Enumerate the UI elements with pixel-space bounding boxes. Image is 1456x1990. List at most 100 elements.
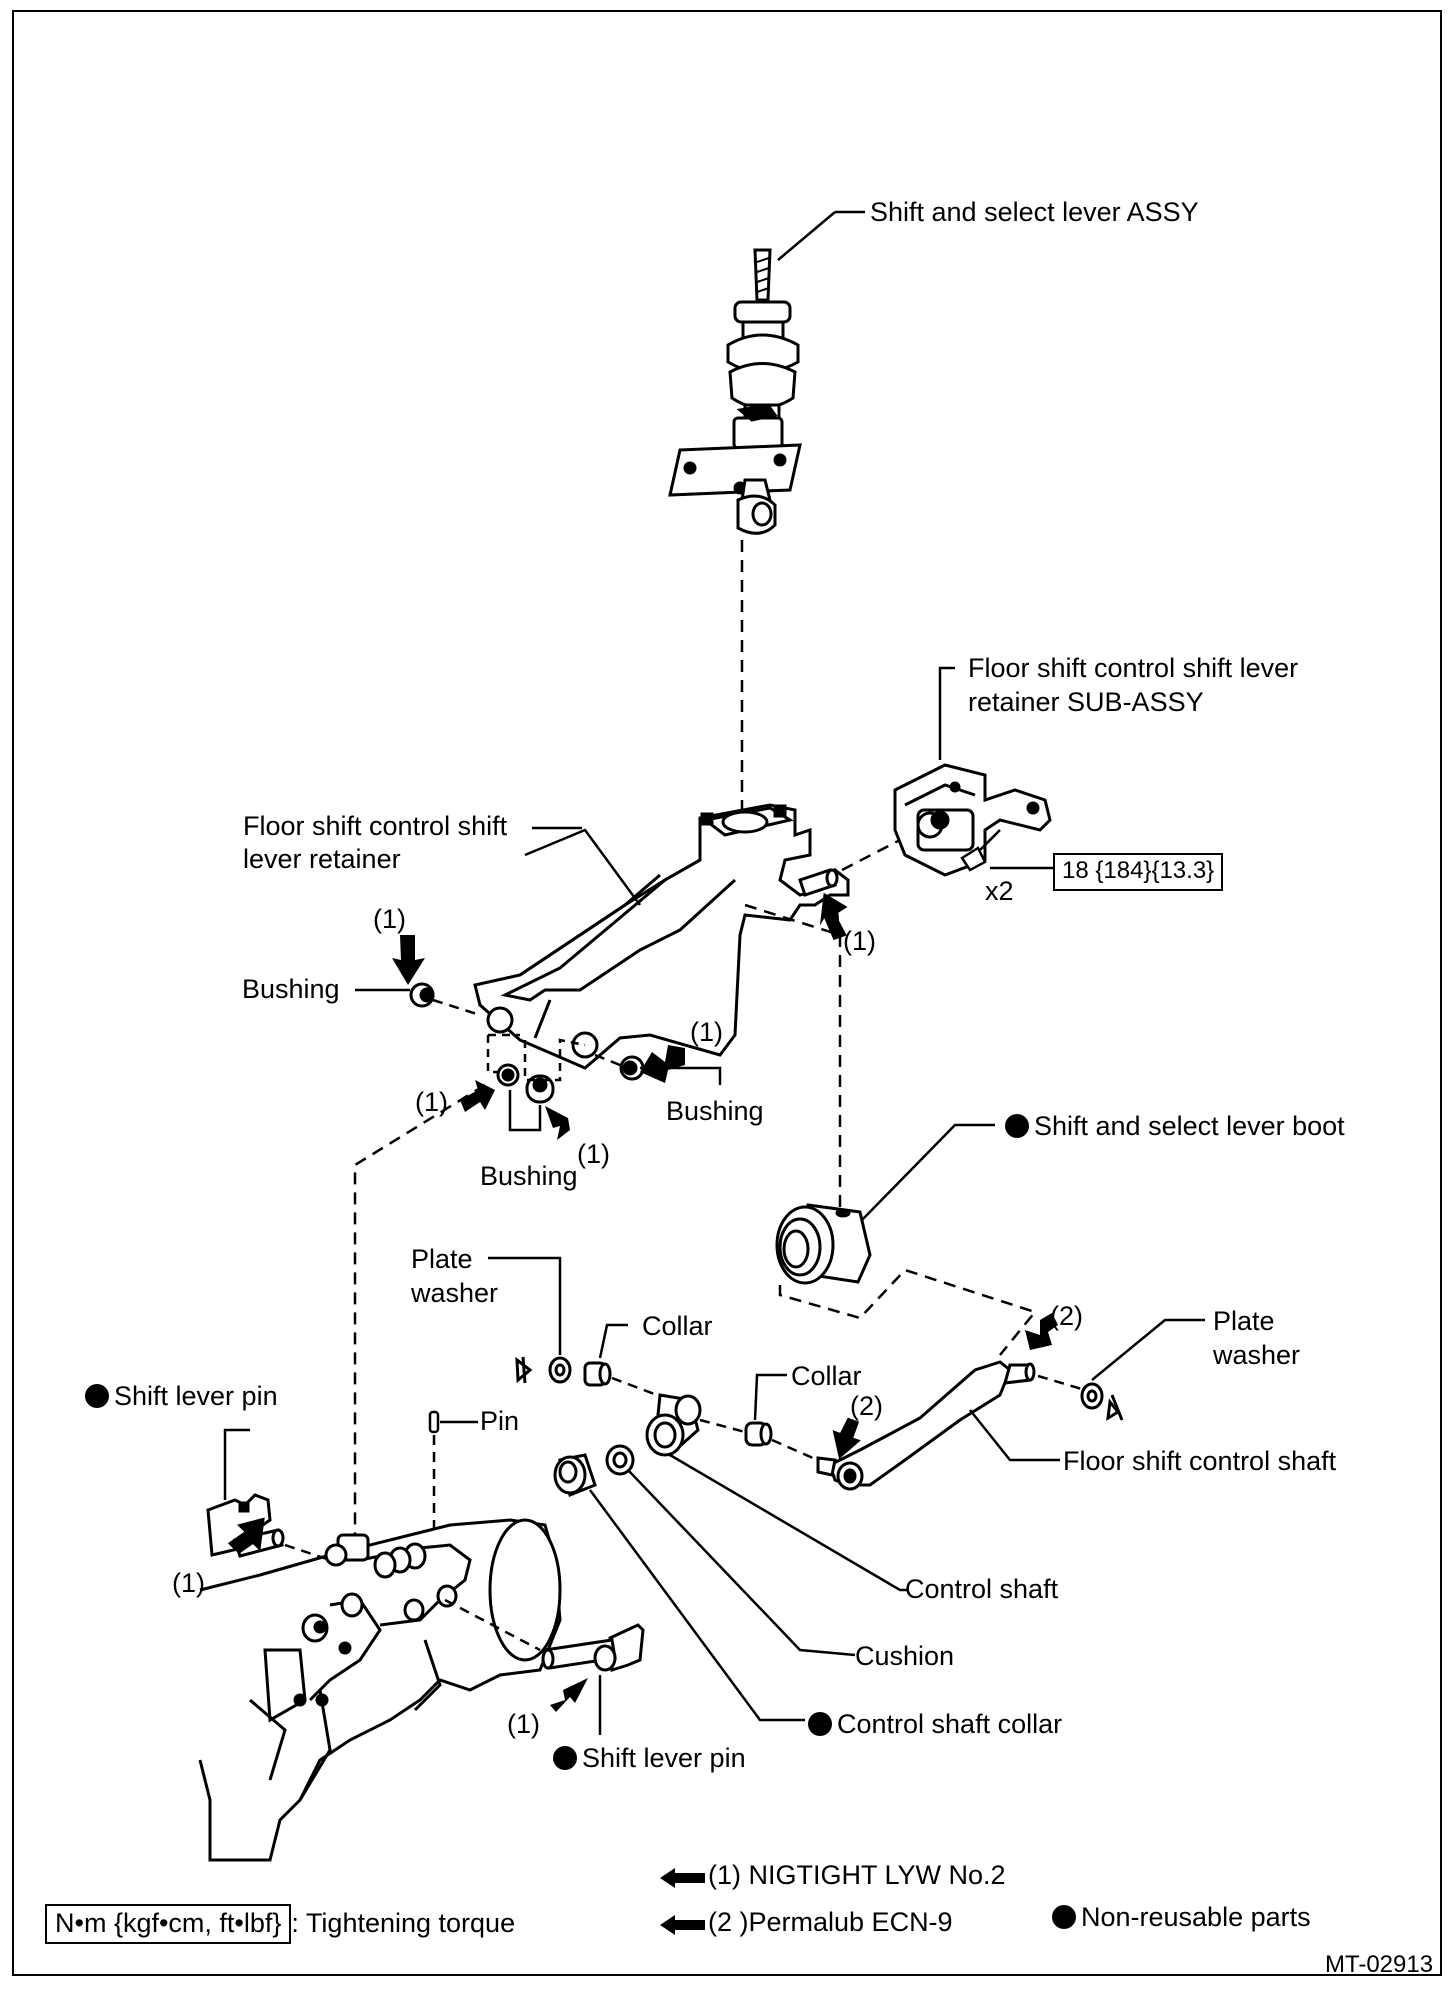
retainer-pin [798, 868, 839, 897]
label-lever-boot: Shift and select lever boot [1005, 1110, 1345, 1143]
control-shaft-part [645, 1393, 702, 1457]
label-collar: Collar [791, 1361, 862, 1391]
legend-torque-unit-box: N•m {kgf•cm, ft•lbf} [45, 1904, 292, 1944]
leader-line [223, 1428, 250, 1500]
leader-line [669, 1453, 908, 1592]
lube-arrow-icon [392, 935, 425, 985]
label-bushing: Bushing [480, 1161, 578, 1191]
dashed-alignment-line [841, 838, 901, 872]
dashed-alignment-line [486, 1033, 520, 1074]
dashed-alignment-line [771, 1438, 823, 1464]
bolt-part [960, 829, 1001, 872]
label-shift-lever-pin-right-text: Shift lever pin [582, 1743, 746, 1773]
leader-line [753, 1373, 787, 1421]
lube-arrows [227, 892, 1058, 1712]
leader-line [1091, 1318, 1205, 1381]
dashed-alignment-line [523, 1038, 586, 1082]
label-bushing: Bushing [242, 974, 340, 1004]
torque-value-box: 18 {184}{13.3} [1053, 853, 1224, 891]
lube-arrow-icon [550, 1678, 588, 1712]
dashed-alignment-line [594, 1053, 621, 1067]
dashed-alignment-line [611, 1376, 666, 1400]
label-retainer-sub-assy-line1: Floor shift control shift lever [968, 653, 1299, 683]
leader-line [777, 211, 836, 261]
non-reusable-bullet-icon [85, 1384, 109, 1408]
lube-mark-2: (2) [1050, 1301, 1083, 1331]
floor-shift-control-shaft-part [816, 1360, 1036, 1491]
lube-mark-1: (1) [172, 1568, 205, 1598]
lube-mark-1: (1) [415, 1087, 448, 1117]
leader-line [938, 666, 955, 760]
leader-line [488, 1256, 562, 1355]
dashed-alignment-line [444, 1598, 541, 1652]
label-shift-select-lever-assy: Shift and select lever ASSY [870, 197, 1199, 227]
label-bushing: Bushing [666, 1096, 764, 1126]
plate-washer-part-right [1080, 1382, 1124, 1421]
lube-arrow-icon [1025, 1313, 1058, 1350]
legend-permalub: (2 )Permalub ECN-9 [708, 1907, 953, 1937]
dashed-alignment-line [284, 1543, 331, 1562]
label-control-shaft: Control shaft [905, 1574, 1059, 1604]
dashed-alignment-line [744, 903, 841, 937]
plate-washer-part [515, 1356, 612, 1387]
dashed-alignment-line [353, 1083, 486, 1640]
pin-part [428, 1410, 440, 1434]
label-retainer-sub-assy-line2: retainer SUB-ASSY [968, 687, 1204, 717]
label-control-shaft-collar: Control shaft collar [808, 1708, 1062, 1741]
dashed-alignment-line [432, 998, 481, 1017]
lube-mark-1: (1) [373, 904, 406, 934]
leader-line [969, 1409, 1060, 1462]
label-shift-lever-pin-left-text: Shift lever pin [114, 1381, 278, 1411]
label-shift-lever-pin-left: Shift lever pin [85, 1380, 278, 1413]
lube-arrow-icon [832, 1417, 861, 1460]
collar-part [744, 1421, 773, 1447]
figure-id: MT-02913 [1325, 1951, 1434, 1978]
label-plate-washer-right-line1: Plate [1213, 1306, 1275, 1336]
label-x2: x2 [985, 876, 1014, 906]
non-reusable-bullet-icon [553, 1746, 577, 1770]
label-retainer-line1: Floor shift control shift [243, 811, 508, 841]
leader-line [861, 1123, 995, 1221]
legend-non-reusable-text: Non-reusable parts [1081, 1902, 1311, 1932]
leader-line [524, 828, 642, 906]
legend-torque: N•m {kgf•cm, ft•lbf}: Tightening torque [45, 1904, 516, 1944]
non-reusable-bullet-icon [1052, 1905, 1076, 1929]
lube-arrow-icon [819, 892, 848, 941]
cushion-part [605, 1444, 635, 1476]
legend-arrow-icon [660, 1868, 705, 1888]
legend-torque-desc: : Tightening torque [291, 1908, 516, 1938]
label-plate-washer-line1: Plate [411, 1244, 473, 1274]
label-plate-washer-line2: washer [411, 1278, 499, 1308]
label-shift-lever-pin-right: Shift lever pin [553, 1742, 746, 1775]
shift-lever-pin-right-part [541, 1623, 645, 1673]
lube-mark-1: (1) [577, 1139, 610, 1169]
label-collar: Collar [642, 1311, 713, 1341]
shift-lever-retainer-part [473, 803, 850, 1070]
label-control-shaft-collar-text: Control shaft collar [837, 1709, 1063, 1739]
leader-line [588, 1489, 805, 1722]
leader-line [627, 1469, 856, 1657]
bushing-part [409, 982, 645, 1104]
lube-mark-1: (1) [690, 1017, 723, 1047]
dashed-alignment-line [699, 1418, 746, 1434]
lube-arrow-icon [227, 1517, 265, 1554]
lube-mark-2: (2) [850, 1391, 883, 1421]
lube-arrow-icon [545, 1106, 570, 1140]
lever-boot-part [775, 1203, 872, 1285]
lube-arrow-icon [460, 1080, 495, 1112]
non-reusable-bullet-icon [1005, 1114, 1029, 1138]
label-lever-boot-text: Shift and select lever boot [1034, 1111, 1345, 1141]
dashed-alignment-line [778, 1268, 1038, 1356]
retainer-sub-assy-part [893, 763, 1052, 877]
legend-arrow-icon [660, 1915, 705, 1935]
transmission-housing-part [198, 1518, 562, 1862]
leader-line [508, 1090, 542, 1132]
label-floor-shift-control-shaft: Floor shift control shaft [1063, 1446, 1337, 1476]
label-plate-washer-right-line2: washer [1213, 1340, 1301, 1370]
control-shaft-collar-part [553, 1453, 597, 1498]
lube-mark-1: (1) [843, 926, 876, 956]
shift-select-lever-assy-part [668, 248, 802, 535]
lube-mark-1: (1) [507, 1709, 540, 1739]
dashed-alignment-line [1037, 1374, 1086, 1392]
